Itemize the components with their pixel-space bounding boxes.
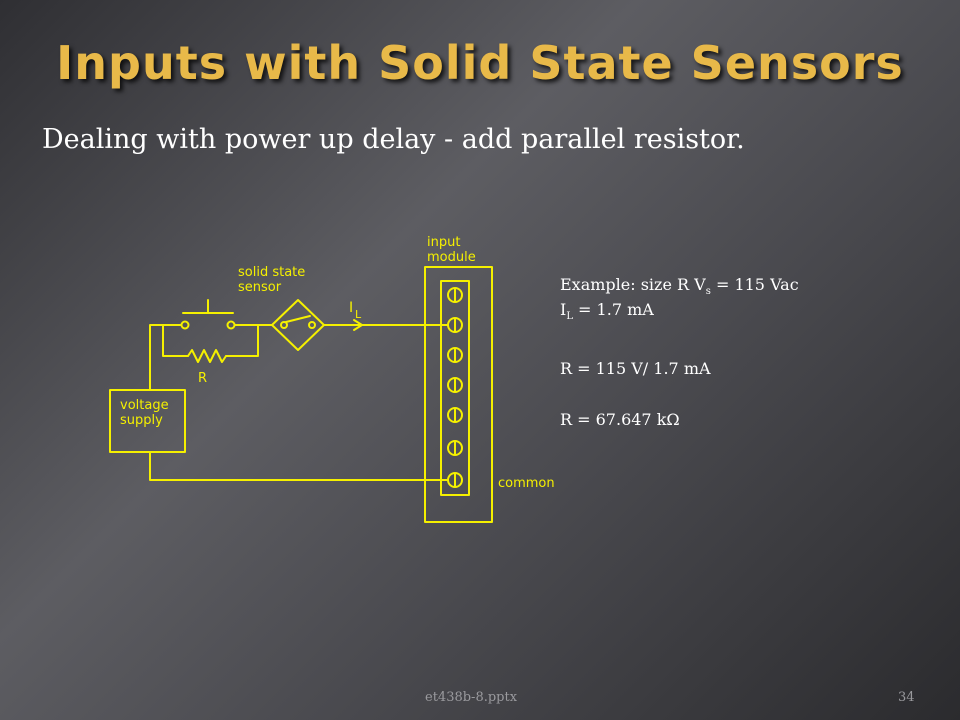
label-input: input — [427, 235, 460, 250]
footer-filename: et438b-8.pptx — [425, 690, 518, 705]
calc-example-sub: s — [705, 286, 711, 298]
label-resistor: R — [198, 371, 207, 386]
wire-resistor-right — [225, 324, 259, 357]
label-solid-state: solid state — [238, 265, 305, 280]
sensor-contact-left — [280, 321, 288, 329]
calc-il-main: I — [560, 300, 567, 319]
calc-example-suffix: = 115 Vac — [710, 275, 799, 294]
terminal-3 — [447, 347, 463, 363]
wire-resistor-left — [162, 324, 189, 357]
label-voltage: voltage — [120, 398, 169, 413]
label-current: I — [349, 300, 353, 316]
current-arrow-icon — [353, 319, 363, 331]
calc-il-sub: L — [566, 311, 573, 323]
calc-r-formula: R = 115 V/ 1.7 mA — [560, 359, 711, 378]
terminal-2 — [447, 317, 463, 333]
calc-il-suffix: = 1.7 mA — [572, 300, 654, 319]
slide-title: Inputs with Solid State Sensors — [56, 36, 904, 90]
switch-contact-right — [226, 320, 236, 330]
calc-r-result: R = 67.647 kΩ — [560, 410, 680, 429]
terminal-5 — [447, 407, 463, 423]
sensor-switch-blade — [285, 315, 311, 323]
label-module: module — [427, 250, 476, 265]
resistor-zigzag — [187, 349, 227, 363]
slide-subtitle: Dealing with power up delay - add parall… — [42, 124, 745, 155]
terminal-1 — [447, 287, 463, 303]
terminal-7 — [447, 472, 463, 488]
footer-page-number: 34 — [898, 690, 915, 705]
voltage-supply-box — [109, 389, 186, 453]
sensor-diamond — [271, 299, 325, 351]
calc-example-line: Example: size R Vs = 115 Vac — [560, 275, 799, 297]
switch-contact-left — [180, 320, 190, 330]
wire-top-left — [149, 324, 182, 391]
wire-bottom-common — [149, 451, 449, 481]
sensor-contact-right — [308, 321, 316, 329]
label-supply: supply — [120, 413, 163, 428]
label-current-sub: L — [355, 308, 362, 321]
label-sensor: sensor — [238, 280, 282, 295]
calc-example-prefix: Example: size R V — [560, 275, 706, 294]
input-module-box — [424, 266, 493, 523]
calc-current-line: IL = 1.7 mA — [560, 300, 654, 322]
label-common: common — [498, 476, 555, 491]
terminal-6 — [447, 440, 463, 456]
terminal-4 — [447, 377, 463, 393]
terminal-strip — [440, 280, 470, 496]
